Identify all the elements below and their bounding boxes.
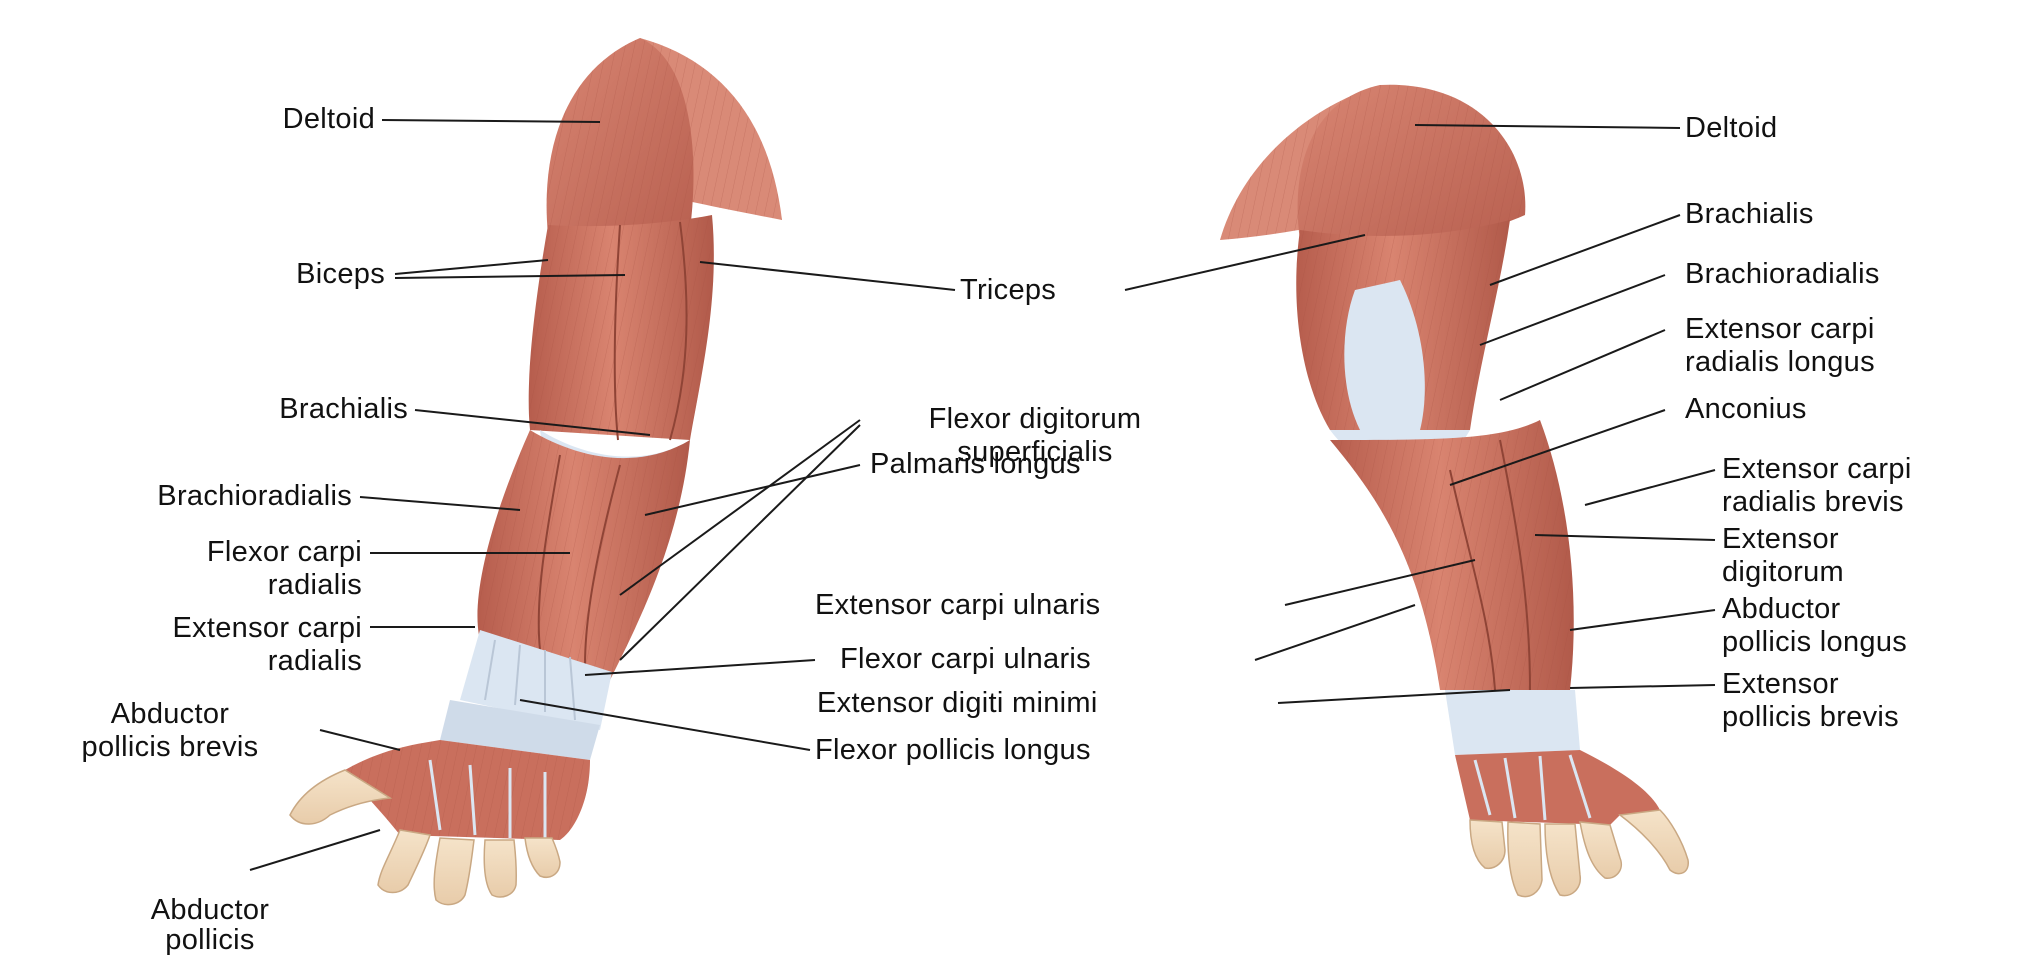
leader-ecrl (1500, 330, 1665, 400)
left-finger-middle (434, 838, 474, 905)
label-brachioradialis-left: Brachioradialis (20, 480, 352, 513)
label-extensor-pollicis-brevis: Extensor pollicis brevis (1722, 668, 2022, 734)
label-extensor-carpi-radialis: Extensor carpi radialis (40, 612, 362, 678)
leader-brachioradialis-right (1480, 275, 1665, 345)
leader-brachioradialis-left (360, 497, 520, 510)
label-extensor-carpi-radialis-longus: Extensor carpi radialis longus (1685, 313, 2005, 379)
right-arm (1220, 85, 1688, 897)
label-abductor-pollicis: Abductor pollicis (100, 895, 320, 955)
left-finger-ring (484, 840, 516, 897)
label-extensor-carpi-radialis-brevis: Extensor carpi radialis brevis (1722, 453, 2022, 519)
label-biceps: Biceps (180, 258, 385, 291)
right-finger-1 (1470, 820, 1505, 868)
label-brachialis-left: Brachialis (150, 393, 408, 426)
label-triceps: Triceps (960, 274, 1130, 307)
left-arm (290, 38, 782, 905)
right-finger-3 (1545, 824, 1580, 896)
leader-ecrb (1585, 470, 1715, 505)
leader-triceps-left (700, 262, 955, 290)
label-flexor-digitorum-superficialis: Flexor digitorum superficialis (865, 403, 1205, 469)
right-finger-2 (1508, 822, 1542, 897)
right-finger-4 (1580, 822, 1621, 878)
leader-abductor-pollicis (250, 830, 380, 870)
label-deltoid-left: Deltoid (180, 103, 375, 136)
leader-flexor-carpi-ulnaris-left (585, 660, 815, 675)
left-finger-index (378, 830, 430, 893)
label-abductor-pollicis-longus: Abductor pollicis longus (1722, 593, 2022, 659)
label-extensor-digiti-minimi: Extensor digiti minimi (817, 687, 1277, 720)
leader-abductor-pollicis-longus (1570, 610, 1715, 630)
leader-biceps-a (395, 260, 548, 274)
label-extensor-carpi-ulnaris: Extensor carpi ulnaris (815, 589, 1285, 622)
label-deltoid-right: Deltoid (1685, 112, 1885, 145)
label-flexor-carpi-ulnaris: Flexor carpi ulnaris (840, 643, 1250, 676)
label-brachialis-right: Brachialis (1685, 198, 1935, 231)
label-brachioradialis-right: Brachioradialis (1685, 258, 2005, 291)
label-extensor-digitorum: Extensor digitorum (1722, 523, 1982, 589)
leader-brachialis-right (1490, 215, 1680, 285)
right-wrist-retinaculum (1445, 690, 1580, 755)
label-abductor-pollicis-brevis: Abductor pollicis brevis (20, 698, 320, 764)
label-anconius: Anconius (1685, 393, 1925, 426)
label-flexor-pollicis-longus: Flexor pollicis longus (815, 734, 1275, 767)
leader-extensor-pollicis-brevis (1570, 685, 1715, 688)
label-flexor-carpi-radialis: Flexor carpi radialis (80, 536, 362, 602)
leader-abductor-pollicis-brevis (320, 730, 400, 750)
left-finger-little (525, 838, 560, 877)
right-thumb (1620, 810, 1688, 874)
